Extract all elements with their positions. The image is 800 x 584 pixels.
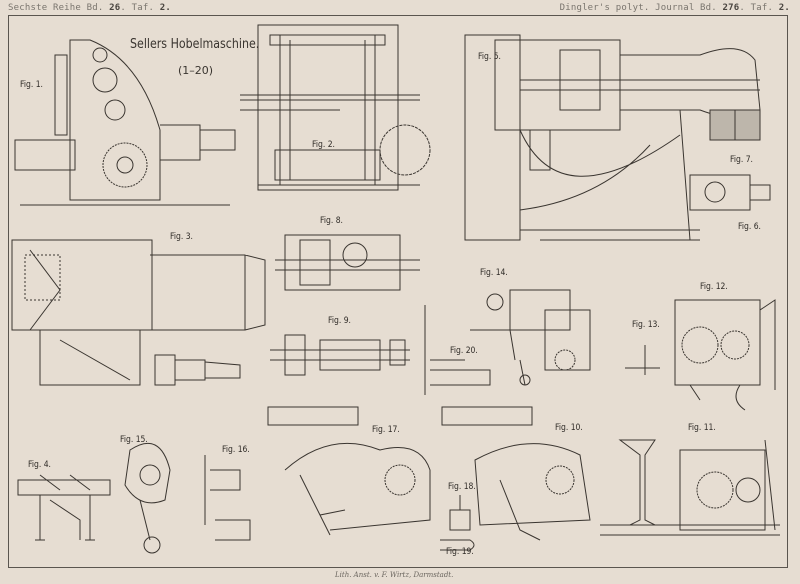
fig-12-drawing (674, 299, 776, 411)
fig-15-label: Fig. 15. (120, 435, 148, 445)
fig-18-label: Fig. 18. (448, 482, 476, 492)
fig-2-drawing (240, 24, 431, 191)
fig-20-label: Fig. 20. (450, 346, 478, 356)
series-volume: 26 (109, 3, 121, 13)
fig-11-label: Fig. 11. (688, 423, 716, 433)
fig-9-label: Fig. 9. (328, 316, 351, 326)
figure-range: (1–20) (178, 64, 214, 77)
plate-prefix: . Taf. (739, 3, 774, 13)
fig-4-drawing (17, 474, 111, 541)
fig-4-label: Fig. 4. (28, 460, 51, 470)
fig-8-label: Fig. 8. (320, 216, 343, 226)
plate-header-left: Sechste Reihe Bd. 26. Taf. 2. (8, 3, 171, 13)
fig-6-label: Fig. 6. (738, 222, 761, 232)
fig-2-label: Fig. 2. (312, 140, 335, 150)
fig-7-drawing (709, 109, 761, 141)
plate-number: 2. (159, 3, 171, 13)
fig-3-drawing (11, 239, 266, 386)
plate-prefix: . Taf. (120, 3, 155, 13)
fig-6-drawing (689, 174, 771, 211)
fig-5-label: Fig. 5. (478, 52, 501, 62)
fig-17-drawing (267, 406, 431, 536)
fig-8-drawing (275, 234, 420, 291)
fig-19-drawing (440, 539, 475, 551)
fig-7-label: Fig. 7. (730, 155, 753, 165)
fig-10-drawing (441, 406, 591, 541)
plate-border (8, 15, 788, 568)
fig-16-label: Fig. 16. (222, 445, 250, 455)
plate-number: 2. (778, 3, 790, 13)
fig-20-drawing (424, 305, 491, 395)
plate-title: Sellers Hobelmaschine. (130, 37, 260, 52)
fig-1-label: Fig. 1. (20, 80, 43, 90)
fig-11-drawing (600, 439, 780, 536)
series-label: Sechste Reihe Bd. (8, 3, 104, 13)
fig-15-drawing (124, 442, 171, 554)
fig-19-label: Fig. 19. (446, 547, 474, 557)
fig-14-label: Fig. 14. (480, 268, 508, 278)
fig-3-label: Fig. 3. (170, 232, 193, 242)
journal-volume: 276 (722, 3, 740, 13)
lithographer-credit: Lith. Anst. v. F. Wirtz, Darmstadt. (335, 571, 454, 579)
fig-9-drawing (270, 334, 410, 376)
fig-1-drawing (14, 39, 236, 206)
plate-header-right: Dingler's polyt. Journal Bd. 276. Taf. 2… (560, 3, 790, 13)
journal-label: Dingler's polyt. Journal Bd. (559, 3, 717, 13)
fig-10-label: Fig. 10. (555, 423, 583, 433)
fig-12-label: Fig. 12. (700, 282, 728, 292)
fig-13-label: Fig. 13. (632, 320, 660, 330)
fig-16-drawing (204, 455, 251, 541)
fig-17-label: Fig. 17. (372, 425, 400, 435)
fig-13-drawing (625, 345, 660, 375)
fig-5-drawing (464, 34, 761, 241)
fig-14-drawing (470, 289, 591, 386)
fig-18-drawing (449, 495, 471, 531)
